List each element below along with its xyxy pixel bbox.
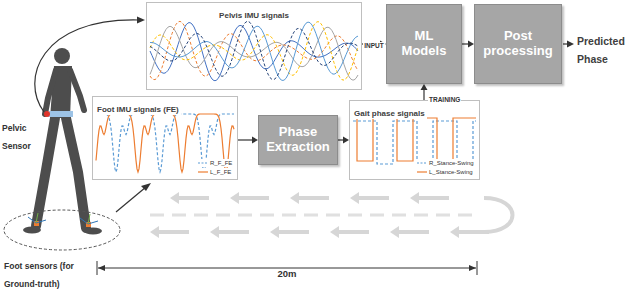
foot-signal: [96, 114, 234, 172]
walking-path: [150, 192, 513, 238]
dimension-label-holder: 20m: [274, 263, 299, 281]
connector: [423, 89, 424, 100]
pelvis-leader: [35, 20, 138, 112]
legend-item: R_F_FE: [196, 159, 234, 167]
plot-title: Foot IMU signals (FE): [95, 105, 181, 115]
legend-text: L_Stance-Swing: [429, 168, 473, 176]
connector: [238, 139, 253, 140]
arrow-head: [421, 84, 428, 90]
box-label: ML Models: [391, 29, 457, 59]
pelvis-signal: [150, 21, 358, 79]
foot-sensor-region: [4, 210, 120, 250]
legend-sample: [417, 169, 427, 175]
foot-leader: [116, 187, 146, 212]
walk-dashes: [150, 214, 480, 217]
legend-line: [417, 171, 427, 172]
walk-uturn: [484, 198, 513, 232]
box-label: Phase Extraction: [263, 125, 333, 155]
walk-arrow: [170, 192, 209, 204]
walk-arrow: [390, 226, 429, 238]
walk-arrow: [350, 192, 389, 204]
walk-arrow: [410, 192, 449, 204]
legend-item: L_Stance-Swing: [415, 168, 475, 176]
signal-plot: Pelvis IMU signals: [146, 2, 362, 90]
sensor-label: Pelvic Sensor: [2, 123, 31, 151]
edge-label-holder: TRAINING: [428, 88, 461, 106]
dimension-tick: [97, 261, 98, 275]
pelvis-signal: [150, 21, 358, 79]
pelvis-signal: [150, 26, 358, 80]
head: [54, 48, 70, 64]
leg: [36, 118, 55, 226]
process-box: ML Models: [386, 4, 462, 84]
legend-sample: [198, 169, 208, 175]
legend-text: L_F_FE: [210, 168, 231, 176]
dimension-label: 20m: [274, 269, 299, 280]
foot-signal: [96, 114, 234, 172]
walk-arrow: [270, 226, 309, 238]
output-label-holder: Predicted Phase: [577, 31, 635, 67]
arm: [70, 70, 84, 110]
pelvis-signal: [150, 22, 358, 81]
walk-arrow: [210, 226, 249, 238]
process-box: Post processing: [474, 4, 562, 84]
plot-title: Gait phase signals: [352, 109, 427, 119]
sensor-label: Foot sensors (for Ground-truth): [4, 261, 74, 289]
sensor-label-holder: Pelvic Sensor: [2, 117, 38, 153]
legend-line: [198, 162, 208, 163]
arrow-head: [98, 265, 105, 271]
legend-sample: [417, 160, 427, 166]
legend-text: R_Stance-Swing: [429, 159, 474, 167]
legend-item: L_F_FE: [196, 168, 233, 176]
walk-arrow: [230, 192, 269, 204]
box-label: Post processing: [479, 29, 557, 59]
foot: [84, 228, 102, 235]
pelvic-sensor-dot: [44, 111, 50, 117]
plot-title: Pelvis IMU signals: [217, 11, 291, 21]
walk-arrow: [450, 226, 489, 238]
legend-line: [198, 171, 208, 172]
gait-phase-signal: [353, 121, 476, 164]
output-label: Predicted Phase: [577, 35, 625, 65]
gait-phase-signal: [353, 118, 476, 161]
arrow-head: [469, 265, 476, 271]
dimension-tick: [477, 261, 478, 275]
sensor-label-holder: Foot sensors (for Ground-truth): [4, 255, 84, 290]
arrow-head: [567, 41, 574, 48]
walk-arrow: [290, 192, 329, 204]
arrow-head: [137, 17, 145, 24]
legend-sample: [198, 160, 208, 166]
arm: [45, 70, 56, 114]
walk-arrow: [150, 226, 189, 238]
legend-line: [417, 162, 427, 163]
connector: [462, 43, 469, 44]
sensor-axes: [28, 217, 98, 224]
pelvis-belt: [48, 111, 73, 117]
edge-label-holder: INPUT: [363, 34, 385, 52]
legend-text: R_F_FE: [210, 159, 232, 167]
edge-label: TRAINING: [428, 96, 461, 104]
edge-label: INPUT: [363, 42, 385, 50]
process-box: Phase Extraction: [258, 115, 338, 165]
walk-arrow: [330, 226, 369, 238]
sensor-axes: [36, 213, 90, 224]
legend-item: R_Stance-Swing: [415, 159, 476, 167]
pelvis-signal: [150, 22, 358, 80]
arrow-head: [141, 183, 151, 191]
foot: [23, 227, 41, 234]
